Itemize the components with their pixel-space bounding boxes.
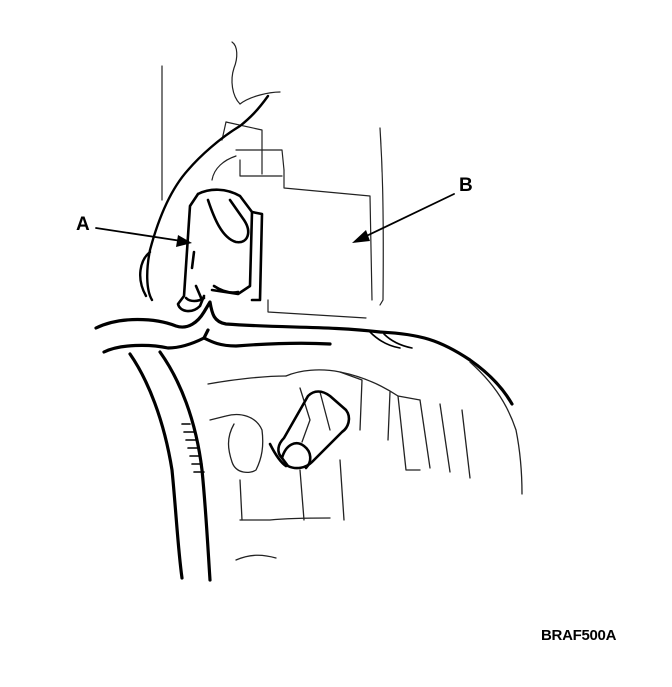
trim-panel-outline: [161, 41, 384, 319]
arrowheads: [176, 230, 370, 247]
weatherstrip-ribs: [181, 331, 413, 473]
body-pillar-outline: [139, 94, 270, 302]
callout-arrows: [95, 193, 455, 243]
callout-label-a: A: [76, 214, 90, 235]
bracket-part-a: [176, 188, 264, 313]
weatherstrip-edge: [94, 300, 514, 582]
figure-code: BRAF500A: [541, 627, 617, 644]
lower-interior-outline: [207, 361, 523, 561]
clip-part: [268, 390, 351, 470]
callout-label-b: B: [459, 175, 473, 196]
